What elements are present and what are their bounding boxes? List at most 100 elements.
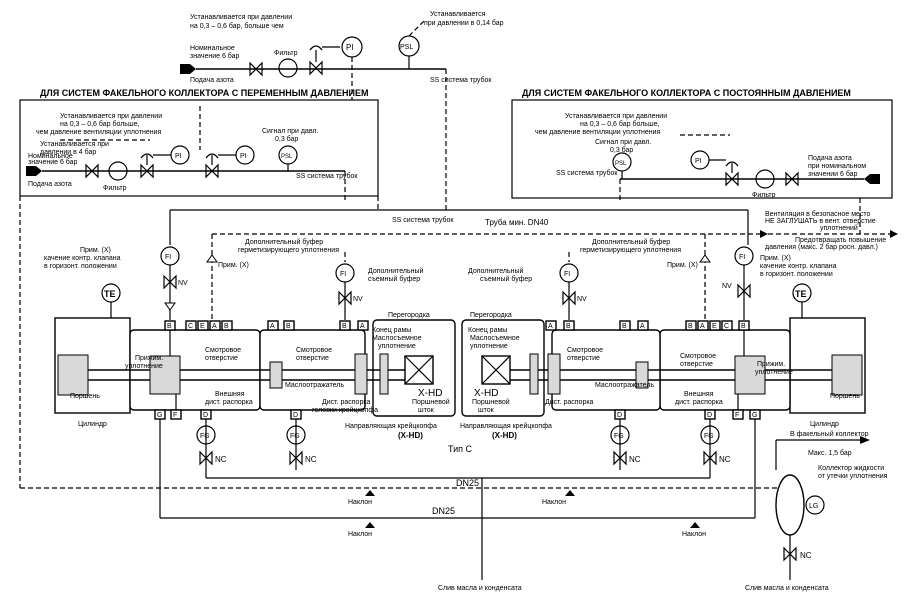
left-panel-line xyxy=(26,106,346,200)
note-left-valve-l2: в горизонт. положении xyxy=(44,263,117,270)
port-label: B xyxy=(622,323,627,330)
piston-seal-left-l2: уплотнение xyxy=(125,363,163,370)
pi-label-r: PI xyxy=(695,158,702,165)
port-label: B xyxy=(286,323,291,330)
port-label: D xyxy=(617,412,622,419)
slope-1: Наклон xyxy=(348,499,372,506)
constant-panel-title: ДЛЯ СИСТЕМ ФАКЕЛЬНОГО КОЛЛЕКТОРА С ПОСТО… xyxy=(522,88,851,98)
port-label: G xyxy=(157,412,162,419)
fg-2: FG xyxy=(290,433,300,440)
slope-4: Наклон xyxy=(682,531,706,538)
top-ss-tubes: SS система трубок xyxy=(430,76,492,84)
oil-seal-right-l2: уплотнение xyxy=(470,343,508,350)
variable-pressure-panel xyxy=(19,99,379,197)
nc-1: NC xyxy=(215,455,227,464)
rod-right-l1: Поршневой xyxy=(472,398,510,406)
pi-label-l1: PI xyxy=(175,153,182,160)
right-signal-l2: 0,3 бар xyxy=(610,146,633,154)
vent-l2: НЕ ЗАГЛУШАТЬ в вент. отверстие xyxy=(765,218,876,225)
buffer-left-l2: герметизирующего уплотнения xyxy=(238,247,339,254)
te-label-left: TE xyxy=(104,289,116,299)
outer-left-l1: Внешняя xyxy=(215,391,245,398)
removable-right-l1: Дополнительный xyxy=(468,267,524,275)
lg-label: LG xyxy=(809,503,818,510)
port-label: A xyxy=(640,323,645,330)
ports: B C E A B A B B A A B B A B A E C B G F … xyxy=(154,320,761,420)
nc-2: NC xyxy=(305,455,317,464)
piston-right: Поршень xyxy=(830,393,860,400)
nv-label-2: NV xyxy=(353,296,363,303)
regulator-valve-icon xyxy=(140,163,154,179)
port-label: A xyxy=(548,323,553,330)
nv-label-1: NV xyxy=(178,280,188,287)
sight-mid-l2: отверстие xyxy=(296,355,329,362)
left-nominal-l2: значение 6 бар xyxy=(28,158,78,166)
nc-4: NC xyxy=(719,455,731,464)
dn25-upper: DN25 xyxy=(456,478,479,488)
oil-seal-left-l1: Маслосъемное xyxy=(372,335,422,342)
collector-l2: от утечки уплотнения xyxy=(818,473,888,480)
left-nitrogen-arrow xyxy=(26,166,42,176)
note-left: Прим. (X) xyxy=(80,247,111,254)
outer-left-l2: дист. распорка xyxy=(205,399,253,406)
top-nitrogen-label: Подача азота xyxy=(190,77,234,84)
top-nominal-l1: Номинальное xyxy=(190,45,235,52)
port-label: D xyxy=(707,412,712,419)
oil-sep-left: Маслоотражатель xyxy=(285,382,344,389)
frame-end-right: Конец рамы xyxy=(468,327,507,334)
left-set-l1: Устанавливается при давлении xyxy=(60,113,162,120)
psl-label-top: PSL xyxy=(400,44,413,51)
pipe-min-label: Труба мин. DN40 xyxy=(485,218,549,227)
right-nitrogen-arrow xyxy=(864,174,880,184)
oil-seal-left-l2: уплотнение xyxy=(378,343,416,350)
port-label: B xyxy=(167,323,172,330)
fg-4: FG xyxy=(704,433,714,440)
port-label: B xyxy=(741,323,746,330)
port-label: A xyxy=(212,323,217,330)
port-label: B xyxy=(224,323,229,330)
left-set4-l2: давлении в 4 бар xyxy=(40,148,96,156)
sight-right2-l2: отверстие xyxy=(680,361,713,368)
nv-label-3: NV xyxy=(577,296,587,303)
sight-right-l2: отверстие xyxy=(567,355,600,362)
vent-l5: давления (макс. 2 бар росн. давл.) xyxy=(765,243,878,251)
valve-icon xyxy=(249,61,263,77)
right-nitrogen-l2: при номинальном xyxy=(808,163,866,170)
fi-right xyxy=(734,246,754,320)
regulator-valve-icon xyxy=(205,163,219,179)
piston-left: Поршень xyxy=(70,393,100,400)
guide-left-l1: Направляющая крейцкопфа xyxy=(345,422,437,430)
port-label: B xyxy=(566,323,571,330)
rod-right-l2: шток xyxy=(478,407,495,414)
sight-mid-l1: Смотровое xyxy=(296,347,332,354)
rod-left-l2: шток xyxy=(418,407,435,414)
type-label: Тип С xyxy=(448,444,473,454)
fi-label-4: FI xyxy=(739,254,745,261)
set-pressure-014-l2: при давлении в 0,14 бар xyxy=(424,19,504,27)
left-signal-l1: Сигнал при давл. xyxy=(262,128,318,135)
drain-2: Слив масла и конденсата xyxy=(745,585,829,592)
constant-pressure-panel xyxy=(511,99,893,199)
top-nitrogen-line xyxy=(180,19,447,210)
top-nominal-l2: значение 6 бар xyxy=(190,52,240,60)
dist-left-l1: Дист. распорка xyxy=(322,399,371,406)
outer-right-l2: дист. распорка xyxy=(675,399,723,406)
dist-right: Дист. распорка xyxy=(545,399,594,406)
collector-l1: Коллектор жидкости xyxy=(818,465,884,472)
variable-panel-title: ДЛЯ СИСТЕМ ФАКЕЛЬНОГО КОЛЛЕКТОРА С ПЕРЕМ… xyxy=(40,88,369,98)
port-label: G xyxy=(752,412,757,419)
pi-label-l2: PI xyxy=(240,153,247,160)
port-label: B xyxy=(688,323,693,330)
compressor-body xyxy=(54,283,866,488)
nc-3: NC xyxy=(629,455,641,464)
port-label: C xyxy=(188,323,193,330)
filter-icon xyxy=(278,58,298,78)
port-label: C xyxy=(724,323,729,330)
partition-right: Перегородка xyxy=(470,312,512,319)
vent-l1: Вентиляция в безопасное место xyxy=(765,210,871,218)
set-pressure-l2: на 0,3 – 0,6 бар, больше чем xyxy=(190,22,284,30)
regulator-valve-icon xyxy=(309,60,323,76)
xhd-left: X-HD xyxy=(418,388,442,399)
right-nitrogen-l1: Подача азота xyxy=(808,155,852,162)
fi-left-2 xyxy=(335,263,355,320)
